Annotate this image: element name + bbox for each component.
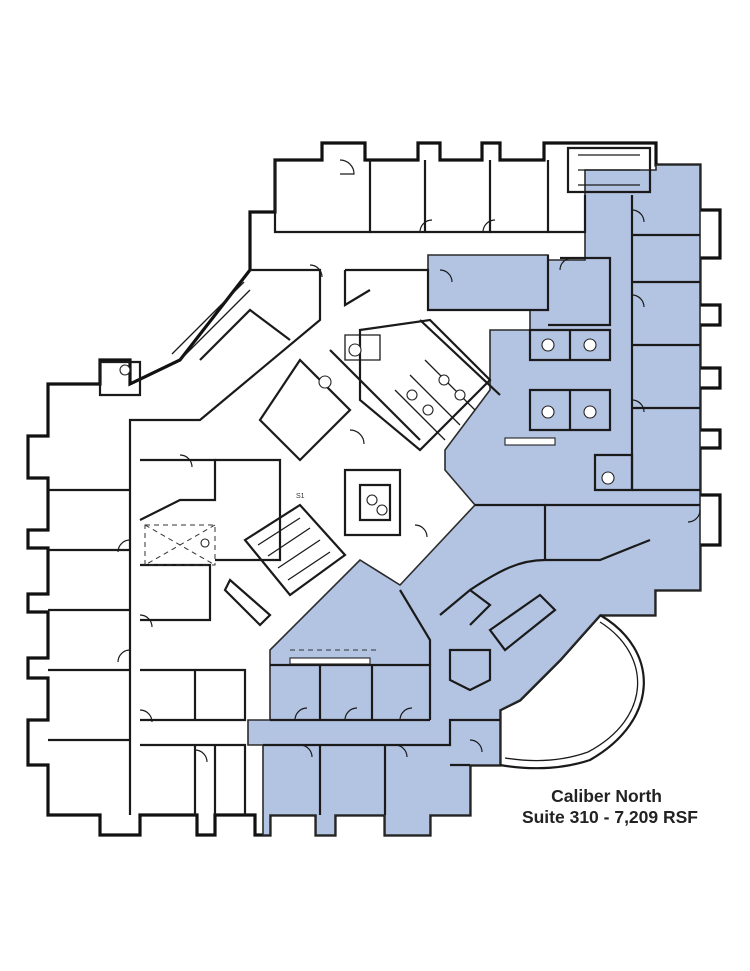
suite-310-fill-north — [247, 164, 701, 836]
stair-tag: S1 — [296, 493, 305, 500]
suite-area-label: Suite 310 - 7,209 RSF — [521, 807, 698, 827]
plumbing-fixtures — [119, 338, 615, 665]
interior-walls — [48, 146, 700, 815]
door-swings — [117, 159, 701, 763]
dashed-open-area — [144, 524, 380, 651]
suite-310-area[interactable] — [247, 164, 701, 836]
building-name-label: Caliber North — [551, 786, 662, 806]
